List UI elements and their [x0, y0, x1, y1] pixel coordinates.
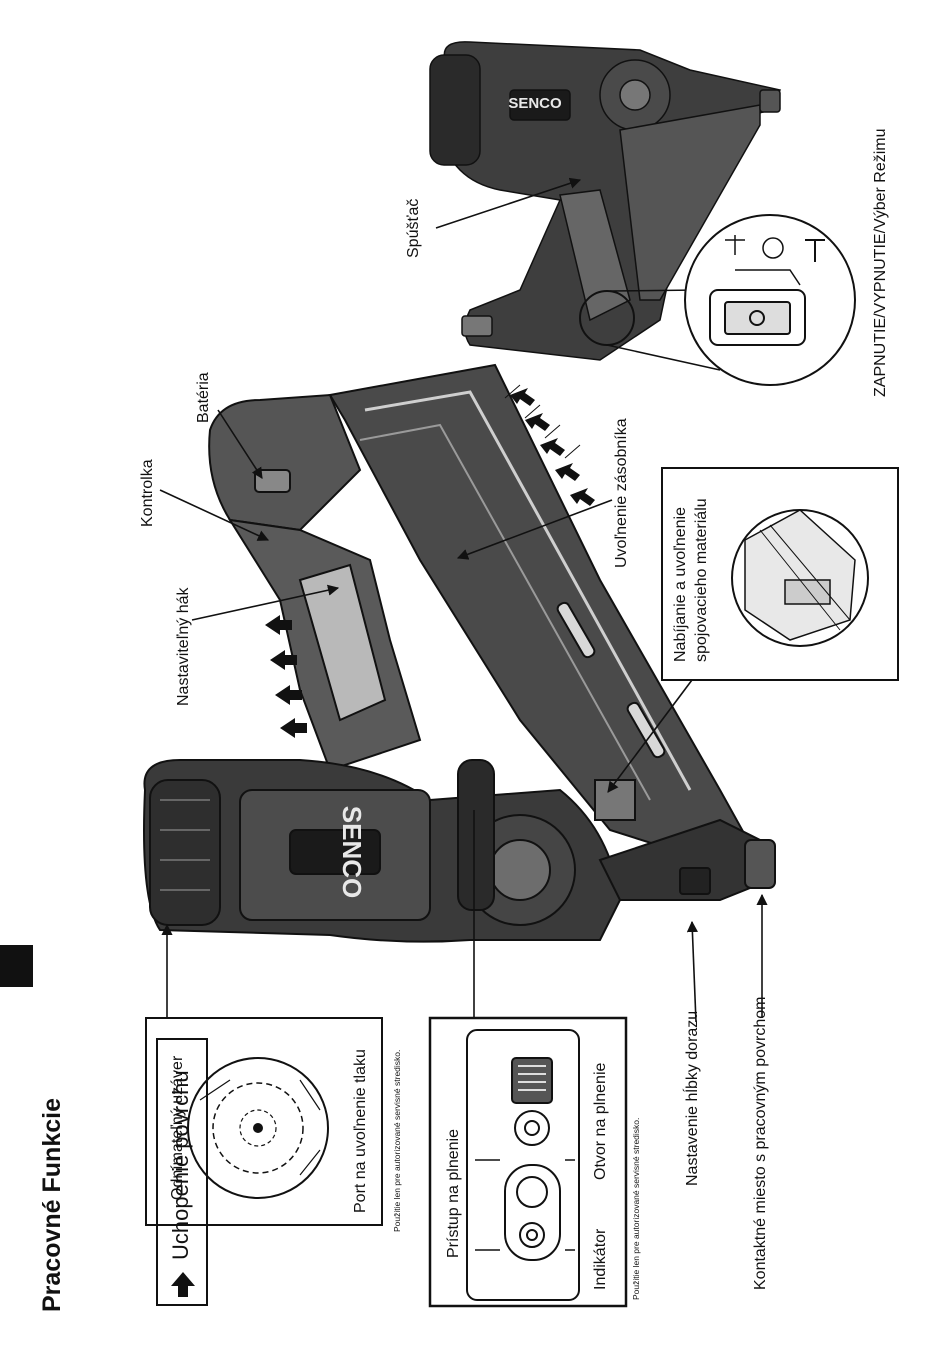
- label-trigger: Spúšťač: [405, 198, 422, 258]
- fastener-box: [661, 467, 899, 681]
- legend-box: [156, 1038, 208, 1306]
- label-indicator: Indikátor: [592, 1228, 609, 1290]
- fill-detail: [466, 1029, 580, 1301]
- senco-logo-main: SENCO: [337, 806, 367, 898]
- fastener-detail: [731, 509, 869, 647]
- label-service-note-1: Použitie len pre autorizované servisné s…: [392, 1049, 402, 1232]
- label-mode-select: ZAPNUTIE/VYPNUTIE/Výber Režimu: [872, 128, 889, 398]
- label-pressure-port: Port na uvoľnenie tlaku: [352, 1049, 369, 1213]
- grip-arrows: [265, 615, 307, 738]
- label-grip-legend: Uchopenie povrchu: [168, 1070, 193, 1260]
- label-indicator-light: Kontrolka: [139, 459, 156, 527]
- leader-lines: [159, 177, 768, 1023]
- senco-logo-small: SENCO: [508, 95, 562, 112]
- label-service-note-2: Použitie len pre autorizované servisné s…: [631, 1117, 641, 1300]
- cap-box: [145, 1017, 383, 1226]
- fill-box: [428, 1016, 628, 1308]
- cap-detail: [187, 1057, 329, 1199]
- label-battery: Batéria: [195, 372, 212, 423]
- label-fill-access: Prístup na plnenie: [445, 1129, 462, 1258]
- small-nailer: [429, 41, 782, 361]
- main-nailer: [143, 363, 776, 943]
- label-adjustable-hook: Nastaviteľný hák: [175, 587, 192, 707]
- grip-arrow-icon: [171, 1272, 195, 1297]
- label-magazine-release: Uvoľnenie zásobníka: [613, 418, 630, 568]
- page-tab: [0, 945, 33, 987]
- magazine-arrows: [510, 388, 595, 506]
- label-contact-tip: Kontaktné miesto s pracovným povrchom: [752, 996, 769, 1290]
- label-fill-hole: Otvor na plnenie: [592, 1062, 609, 1180]
- mode-select-detail: [684, 214, 856, 386]
- label-fastener-line1: Nabíjanie a uvoľnenie: [672, 507, 689, 662]
- label-fastener-line2: spojovacieho materiálu: [693, 498, 710, 662]
- label-depth-adjust: Nastavenie hĺbky dorazu: [684, 1010, 701, 1186]
